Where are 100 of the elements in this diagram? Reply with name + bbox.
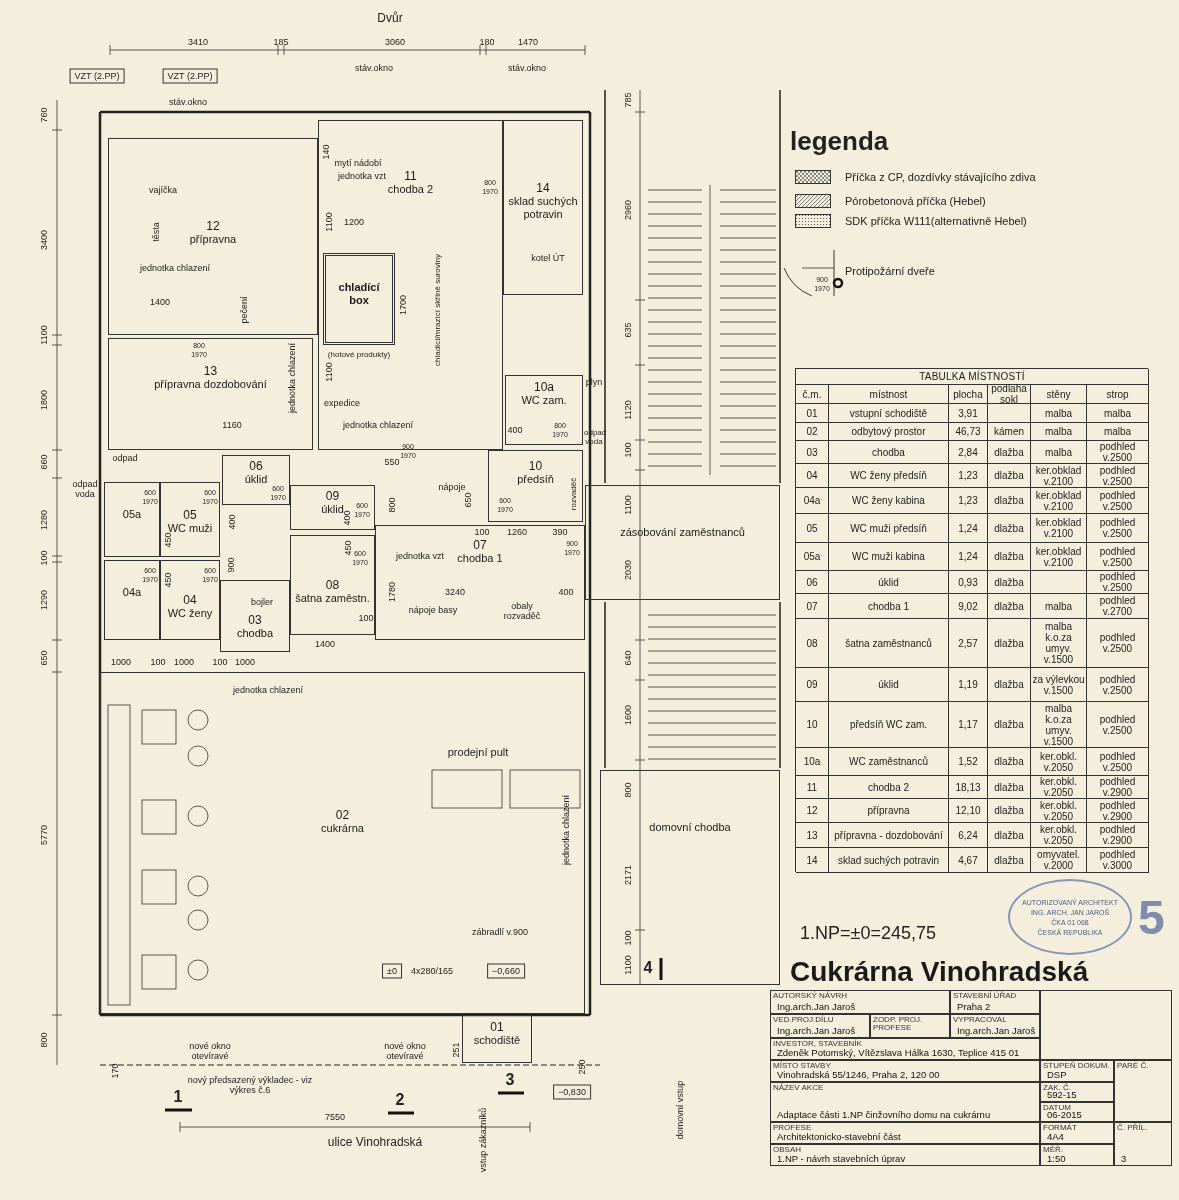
room-area: [108, 138, 318, 335]
table-cell: 07: [796, 594, 829, 619]
room-area: [220, 580, 290, 652]
room-label: zásobování zaměstnanců: [620, 526, 745, 539]
table-cell: 9,02: [949, 594, 988, 619]
table-cell: omyvatel. v.2000: [1031, 848, 1087, 873]
table-cell: 1,24: [949, 514, 988, 543]
annotation-text: nápoje: [438, 482, 466, 492]
table-cell: předsíň WC zam.: [829, 702, 949, 748]
table-cell: 14: [796, 848, 829, 873]
table-cell: 10a: [796, 748, 829, 776]
table-cell: dlažba: [988, 514, 1031, 543]
dimension-value: 640: [623, 650, 633, 666]
dimension-value: 800: [387, 497, 397, 513]
table-cell: úklid: [829, 571, 949, 594]
dimension-value: 1600: [623, 705, 633, 725]
table-cell: podhled v.2500: [1087, 668, 1149, 702]
dimension-value: 800: [623, 782, 633, 798]
room-area: [222, 455, 290, 505]
room-label: 03: [248, 613, 262, 627]
room-area: [503, 120, 583, 295]
dimension-value: 185: [273, 37, 289, 47]
field-value: Ing.arch.Jan Jaroš: [957, 1025, 1036, 1036]
dimension-value: 1000: [174, 657, 194, 667]
table-cell: chodba 1: [829, 594, 949, 619]
field-caption: ZAK. Č.: [1043, 1084, 1072, 1092]
table-cell: podhled v.2900: [1087, 823, 1149, 848]
dimension-value: 1780: [387, 582, 397, 602]
room-area: [290, 535, 375, 635]
table-cell: podhled v.2500: [1087, 488, 1149, 514]
annotation-text: jednotka chlazení: [232, 685, 304, 695]
annotation-text: jednotka chlazení: [287, 342, 297, 414]
dimension-value: 1400: [150, 297, 170, 307]
annotation-text: nový předsazený výkladec - viz výkres č.6: [186, 1076, 314, 1096]
room-label: 06: [249, 459, 263, 473]
table-cell: podhled v.2500: [1087, 619, 1149, 668]
room-area: [462, 1015, 532, 1063]
annotation-text: prodejní pult: [447, 746, 509, 758]
table-cell: 1,23: [949, 464, 988, 488]
dimension-value: 390: [552, 527, 568, 537]
annotation-text: vstup zákazníků: [478, 1107, 488, 1173]
table-cell: 05a: [796, 543, 829, 571]
dimension-value: 1160: [222, 420, 242, 430]
table-cell: dlažba: [988, 848, 1031, 873]
table-cell: 1,23: [949, 488, 988, 514]
table-cell: WC muži předsíň: [829, 514, 949, 543]
table-cell: ker.obklad v.2100: [1031, 514, 1087, 543]
annotation-text: těsta: [151, 222, 161, 242]
dimension-value: 1100: [39, 325, 49, 345]
room-label: 10: [528, 459, 543, 473]
room-area: [160, 560, 220, 640]
table-cell: šatna zaměstnanců: [829, 619, 949, 668]
dimension-value: 100: [212, 657, 228, 667]
table-cell: podhled v.3000: [1087, 848, 1149, 873]
room-label: 12: [206, 219, 220, 233]
field-value: Architektonicko-stavební část: [777, 1131, 901, 1142]
table-cell: 2,84: [949, 441, 988, 464]
legend-text: SDK příčka W111(alternativně Hebel): [845, 216, 1027, 227]
legend-text: Pórobetonová příčka (Hebel): [845, 196, 986, 207]
level-note: 1.NP=±0=245,75: [800, 924, 936, 942]
dimension-value: 3400: [39, 230, 49, 250]
table-cell: podhled v.2500: [1087, 748, 1149, 776]
table-cell: podhled v.2500: [1087, 514, 1149, 543]
room-area: [375, 525, 585, 640]
table-header-cell: stěny: [1031, 385, 1087, 404]
table-cell: WC muži kabina: [829, 543, 949, 571]
room-label: šatna zaměstn.: [295, 592, 370, 605]
field-caption: VED.PROJ.DÍLU: [773, 1016, 835, 1024]
table-header-cell: strop: [1087, 385, 1149, 404]
field-caption: VYPRACOVAL: [953, 1016, 1008, 1024]
table-cell: 0,93: [949, 571, 988, 594]
field-value: 1:50: [1047, 1153, 1066, 1164]
table-cell: 3,91: [949, 404, 988, 423]
table-header-cell: č.m.: [796, 385, 829, 404]
table-cell: 1,17: [949, 702, 988, 748]
room-label: 08: [325, 578, 340, 592]
room-label: úklid: [244, 473, 268, 486]
field-caption: STUPEŇ DOKUM.: [1043, 1062, 1111, 1070]
dimension-value: 170: [110, 1063, 120, 1079]
annotation-text: nápoje basy: [408, 605, 458, 615]
dimension-value: 1120: [623, 400, 633, 420]
table-cell: 03: [796, 441, 829, 464]
field-caption: INVESTOR, STAVEBNÍK: [773, 1040, 863, 1048]
field-value: Adaptace části 1.NP činžovního domu na cukrárnu: [777, 1109, 991, 1120]
table-cell: dlažba: [988, 488, 1031, 514]
dimension-value: 1400: [315, 639, 335, 649]
room-note: (hotové produkty): [327, 351, 391, 359]
room-label: přípravna dozdobování: [154, 378, 267, 391]
dimension-value: 5770: [39, 825, 49, 845]
room-area: [160, 482, 220, 557]
table-cell: 12,10: [949, 799, 988, 823]
annotation-text: jednotka chlazení: [139, 263, 211, 273]
table-cell: 18,13: [949, 776, 988, 799]
dimension-value: 1470: [518, 37, 538, 47]
table-cell: malba k.o.za umyv. v.1500: [1031, 702, 1087, 748]
room-label: schodiště: [473, 1034, 521, 1047]
room-label: 01: [490, 1020, 504, 1034]
field-caption: STAVEBNÍ ÚŘAD: [953, 992, 1018, 1000]
annotation-text: 4x280/165: [411, 966, 453, 976]
table-cell: chodba: [829, 441, 949, 464]
